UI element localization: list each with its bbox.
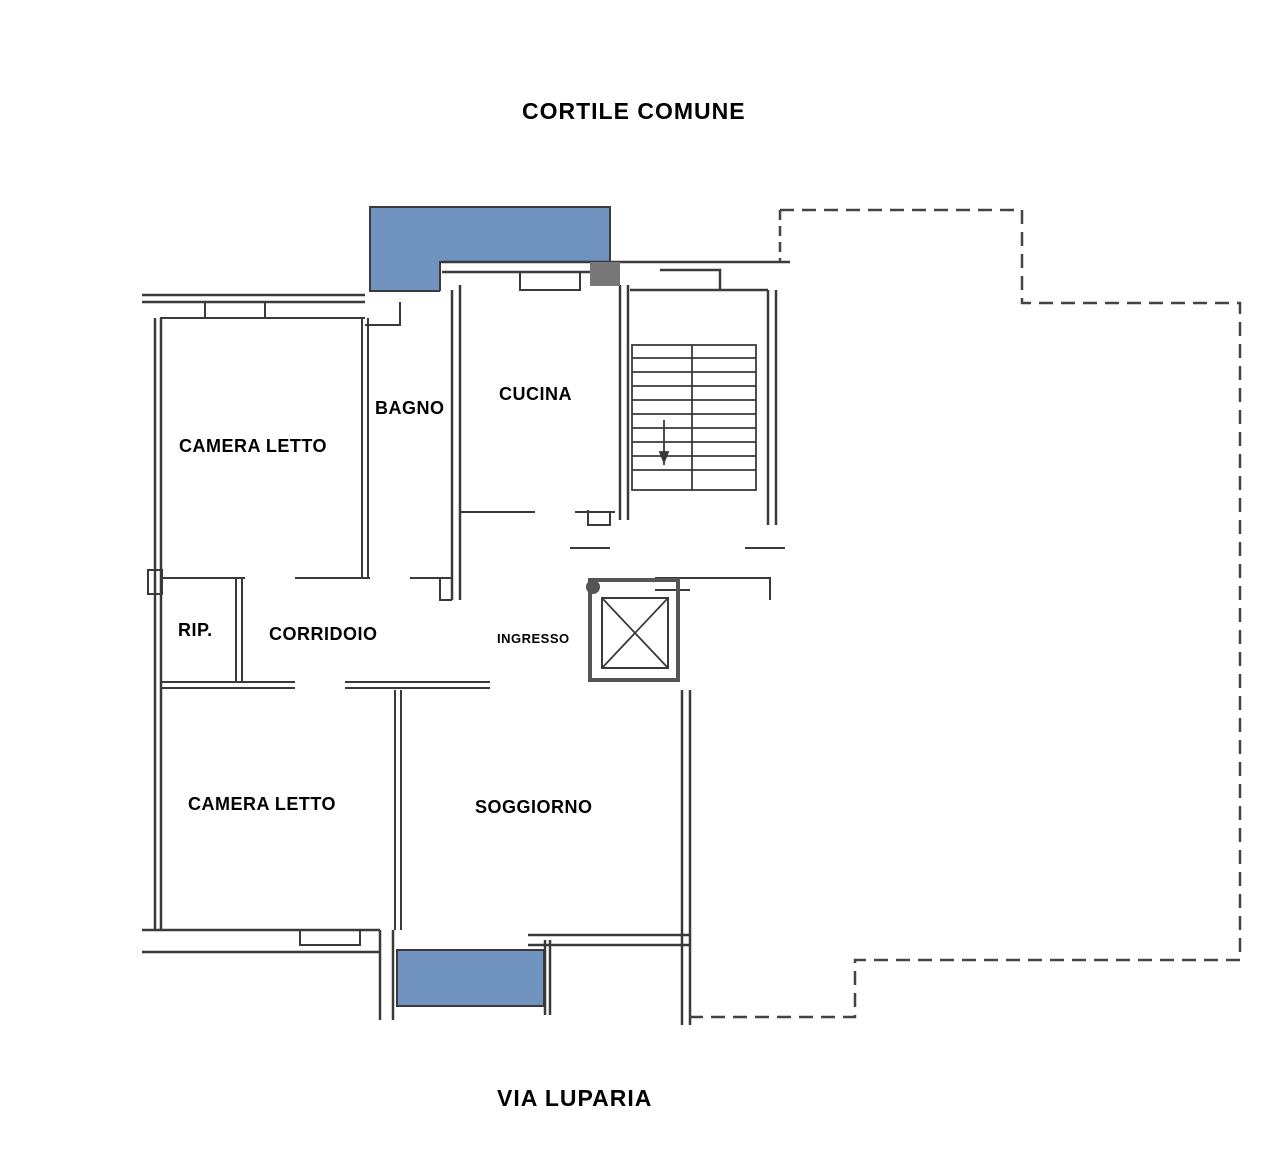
room-label-camera-letto-1: CAMERA LETTO — [179, 436, 327, 456]
room-label-cucina: CUCINA — [499, 384, 572, 404]
room-label-corridoio: CORRIDOIO — [269, 624, 378, 644]
balcony-south — [396, 949, 545, 1007]
wall-column — [147, 569, 163, 595]
room-label-camera-letto-2: CAMERA LETTO — [188, 794, 336, 814]
south-street-label: VIA LUPARIA — [497, 1085, 653, 1111]
window-notches — [160, 272, 581, 946]
balcony-north-notch — [440, 262, 612, 294]
room-label-ripostiglio: RIP. — [178, 620, 213, 640]
dashed-outline — [685, 208, 1242, 1019]
elevator-shaft — [586, 578, 680, 682]
wall-column — [590, 262, 620, 286]
interior-walls — [161, 318, 785, 930]
room-label-ingresso: INGRESSO — [497, 631, 570, 646]
room-label-soggiorno: SOGGIORNO — [475, 797, 593, 817]
room-label-bagno: BAGNO — [375, 398, 445, 418]
staircase — [631, 344, 757, 491]
north-street-label: CORTILE COMUNE — [522, 98, 746, 124]
